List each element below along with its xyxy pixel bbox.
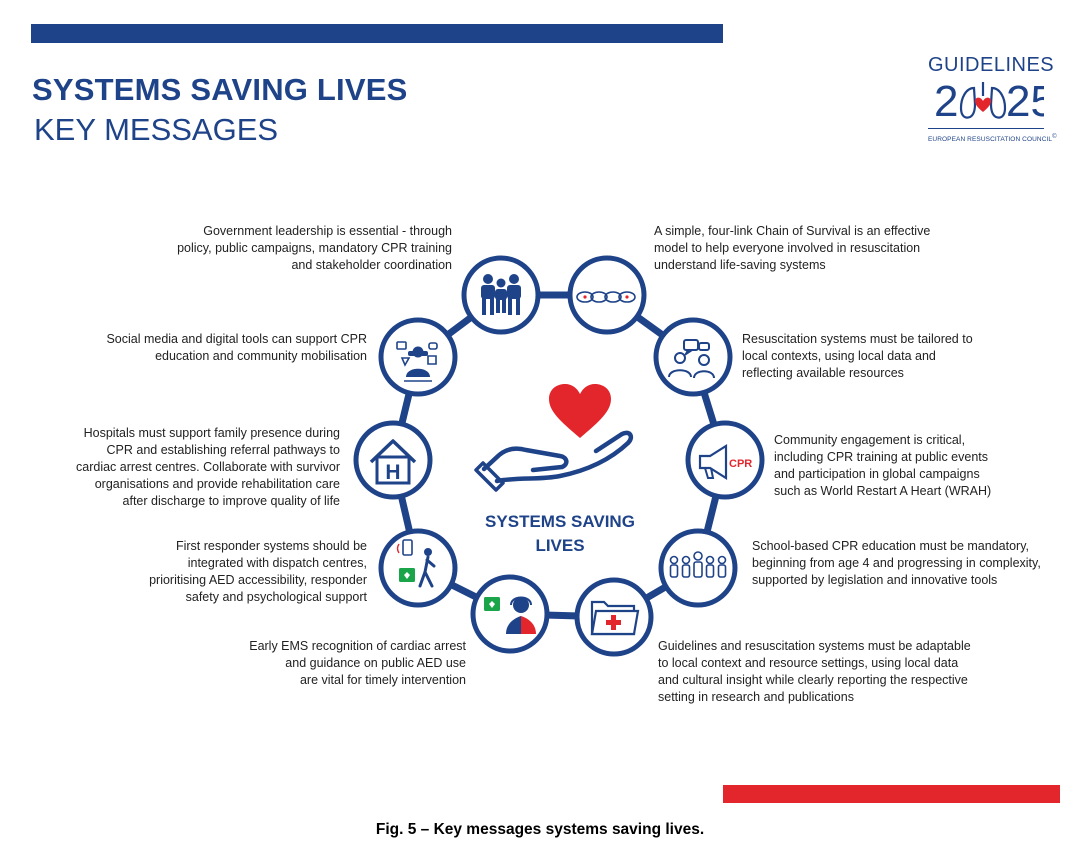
message-community: Community engagement is critical,includi… [774,433,992,498]
message-school: School-based CPR education must be manda… [752,539,1041,587]
heart-in-hand-icon [474,384,634,492]
message-digital: Social media and digital tools can suppo… [106,332,367,363]
page-subtitle: KEY MESSAGES [34,112,279,147]
node-ems [470,574,550,654]
node-guidelines [574,577,654,657]
logo-year: 2 25 [934,77,1044,122]
message-government: Government leadership is essential - thr… [177,224,452,272]
top-accent-bar [31,24,723,43]
logo-year-start: 2 [934,77,958,122]
chain-of-survival-icon [576,291,636,303]
center-label: SYSTEMS SAVING LIVES [470,510,650,558]
message-guidelines: Guidelines and resuscitation systems mus… [658,639,971,704]
svg-text:H: H [385,461,400,484]
center-label-line2: LIVES [535,536,585,555]
node-first-responder [378,528,458,608]
node-local-context [653,317,733,397]
node-hospital: H [353,420,433,500]
people-group-icon [481,274,521,315]
digital-tools-icon [396,341,438,382]
message-hospital: Hospitals must support family presence d… [76,426,340,508]
node-digital [378,317,458,397]
center-label-line1: SYSTEMS SAVING [485,512,635,531]
logo-year-end: 25 [1006,77,1044,122]
hospital-icon: H [369,439,417,485]
logo-org: EUROPEAN RESUSCITATION COUNCIL© [928,134,1057,144]
node-community: CPR [685,420,765,500]
message-local-context: Resuscitation systems must be tailored t… [742,332,973,380]
first-responder-icon [396,539,436,588]
cpr-text: CPR [729,458,752,470]
school-children-icon [669,551,727,578]
ems-dispatcher-icon [484,596,536,634]
medical-folder-icon [590,600,640,636]
bottom-accent-bar [723,785,1060,803]
guidelines-logo: GUIDELINES 2 25 EUROPEAN RESUSCITATION C… [922,52,1057,148]
message-chain-of-survival: A simple, four-link Chain of Survival is… [654,224,931,272]
node-school [658,528,738,608]
node-government [461,255,541,335]
logo-divider [928,128,1044,129]
ring-links [389,291,729,621]
lungs-heart-icon [959,82,1007,119]
page-title: SYSTEMS SAVING LIVES [32,72,408,107]
figure-caption: Fig. 5 – Key messages systems saving liv… [375,821,705,838]
megaphone-cpr-icon: CPR [698,444,752,480]
local-data-icon [668,339,715,379]
node-chain-of-survival [567,255,647,335]
logo-word: GUIDELINES [928,54,1055,76]
